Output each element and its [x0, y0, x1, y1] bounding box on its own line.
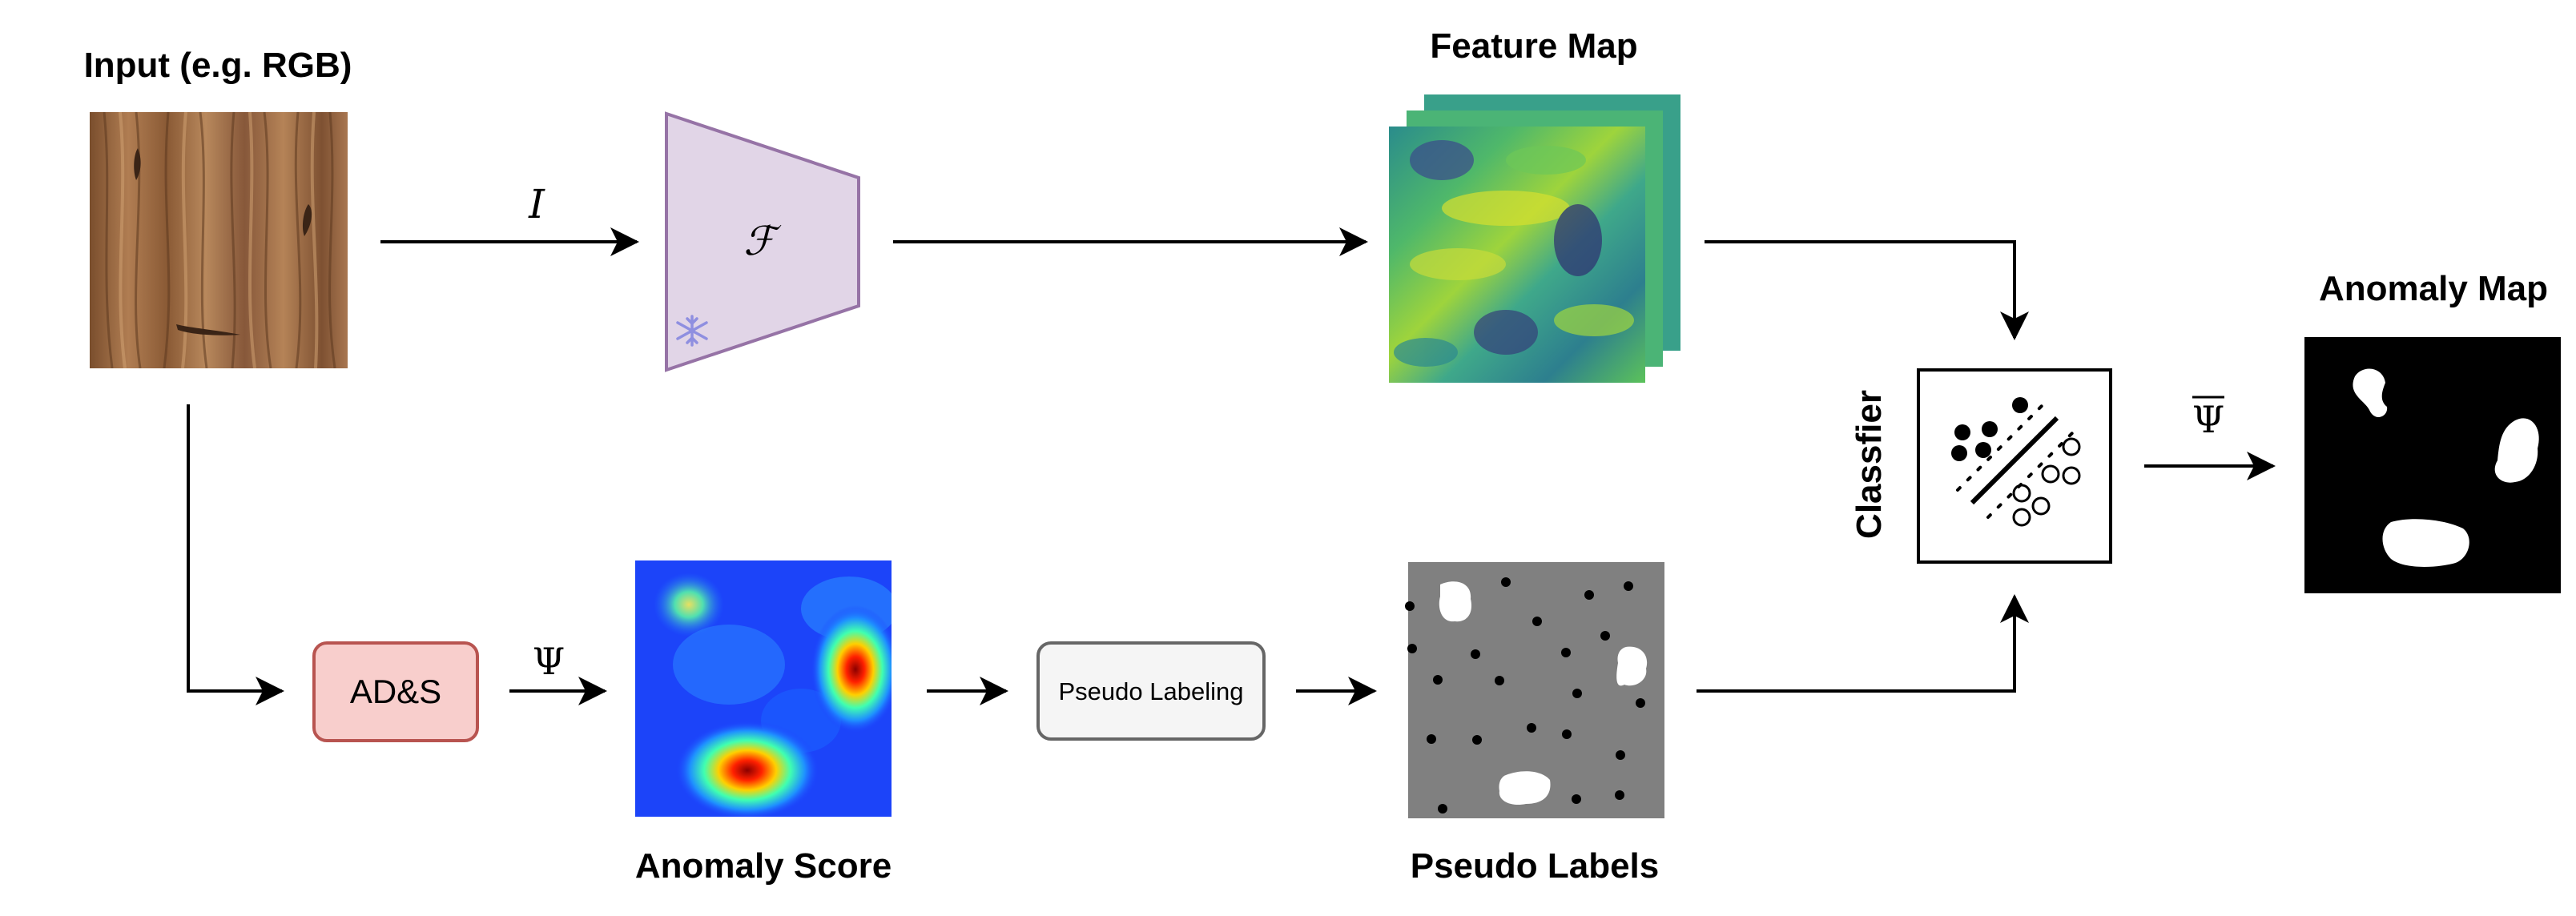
- arrow-labels-to-classifier: [1697, 594, 2029, 693]
- pseudo-labels-image: [1405, 562, 1664, 818]
- encoder-block: [665, 111, 860, 372]
- classifier-box: [1917, 368, 2112, 564]
- input-image: [90, 112, 348, 368]
- anomaly-score-heatmap: [635, 560, 892, 817]
- arrow-feature-to-classifier: [1705, 240, 2029, 340]
- pseudo-labeling-label: Pseudo Labeling: [1059, 677, 1244, 705]
- psi-bar-symbol: Ψ: [2192, 398, 2224, 441]
- anomaly-map-label: Anomaly Map: [2319, 269, 2548, 308]
- classifier-label: Classfier: [1849, 390, 1889, 539]
- input-label: Input (e.g. RGB): [84, 46, 352, 85]
- anomaly-score-label: Anomaly Score: [635, 846, 892, 886]
- psi-symbol: Ψ: [533, 640, 565, 683]
- ads-label: AD&S: [350, 673, 441, 710]
- snowflake-icon: [676, 315, 708, 347]
- anomaly-map-image: [2304, 337, 2561, 593]
- arrow-input-to-ads: [187, 404, 284, 705]
- ads-box: AD&S: [312, 641, 479, 742]
- pseudo-labeling-box: Pseudo Labeling: [1036, 641, 1266, 741]
- pseudo-labels-label: Pseudo Labels: [1411, 846, 1660, 886]
- input-symbol: I: [528, 181, 545, 227]
- feature-map-stack: [1389, 94, 1680, 383]
- feature-map-label: Feature Map: [1430, 26, 1637, 66]
